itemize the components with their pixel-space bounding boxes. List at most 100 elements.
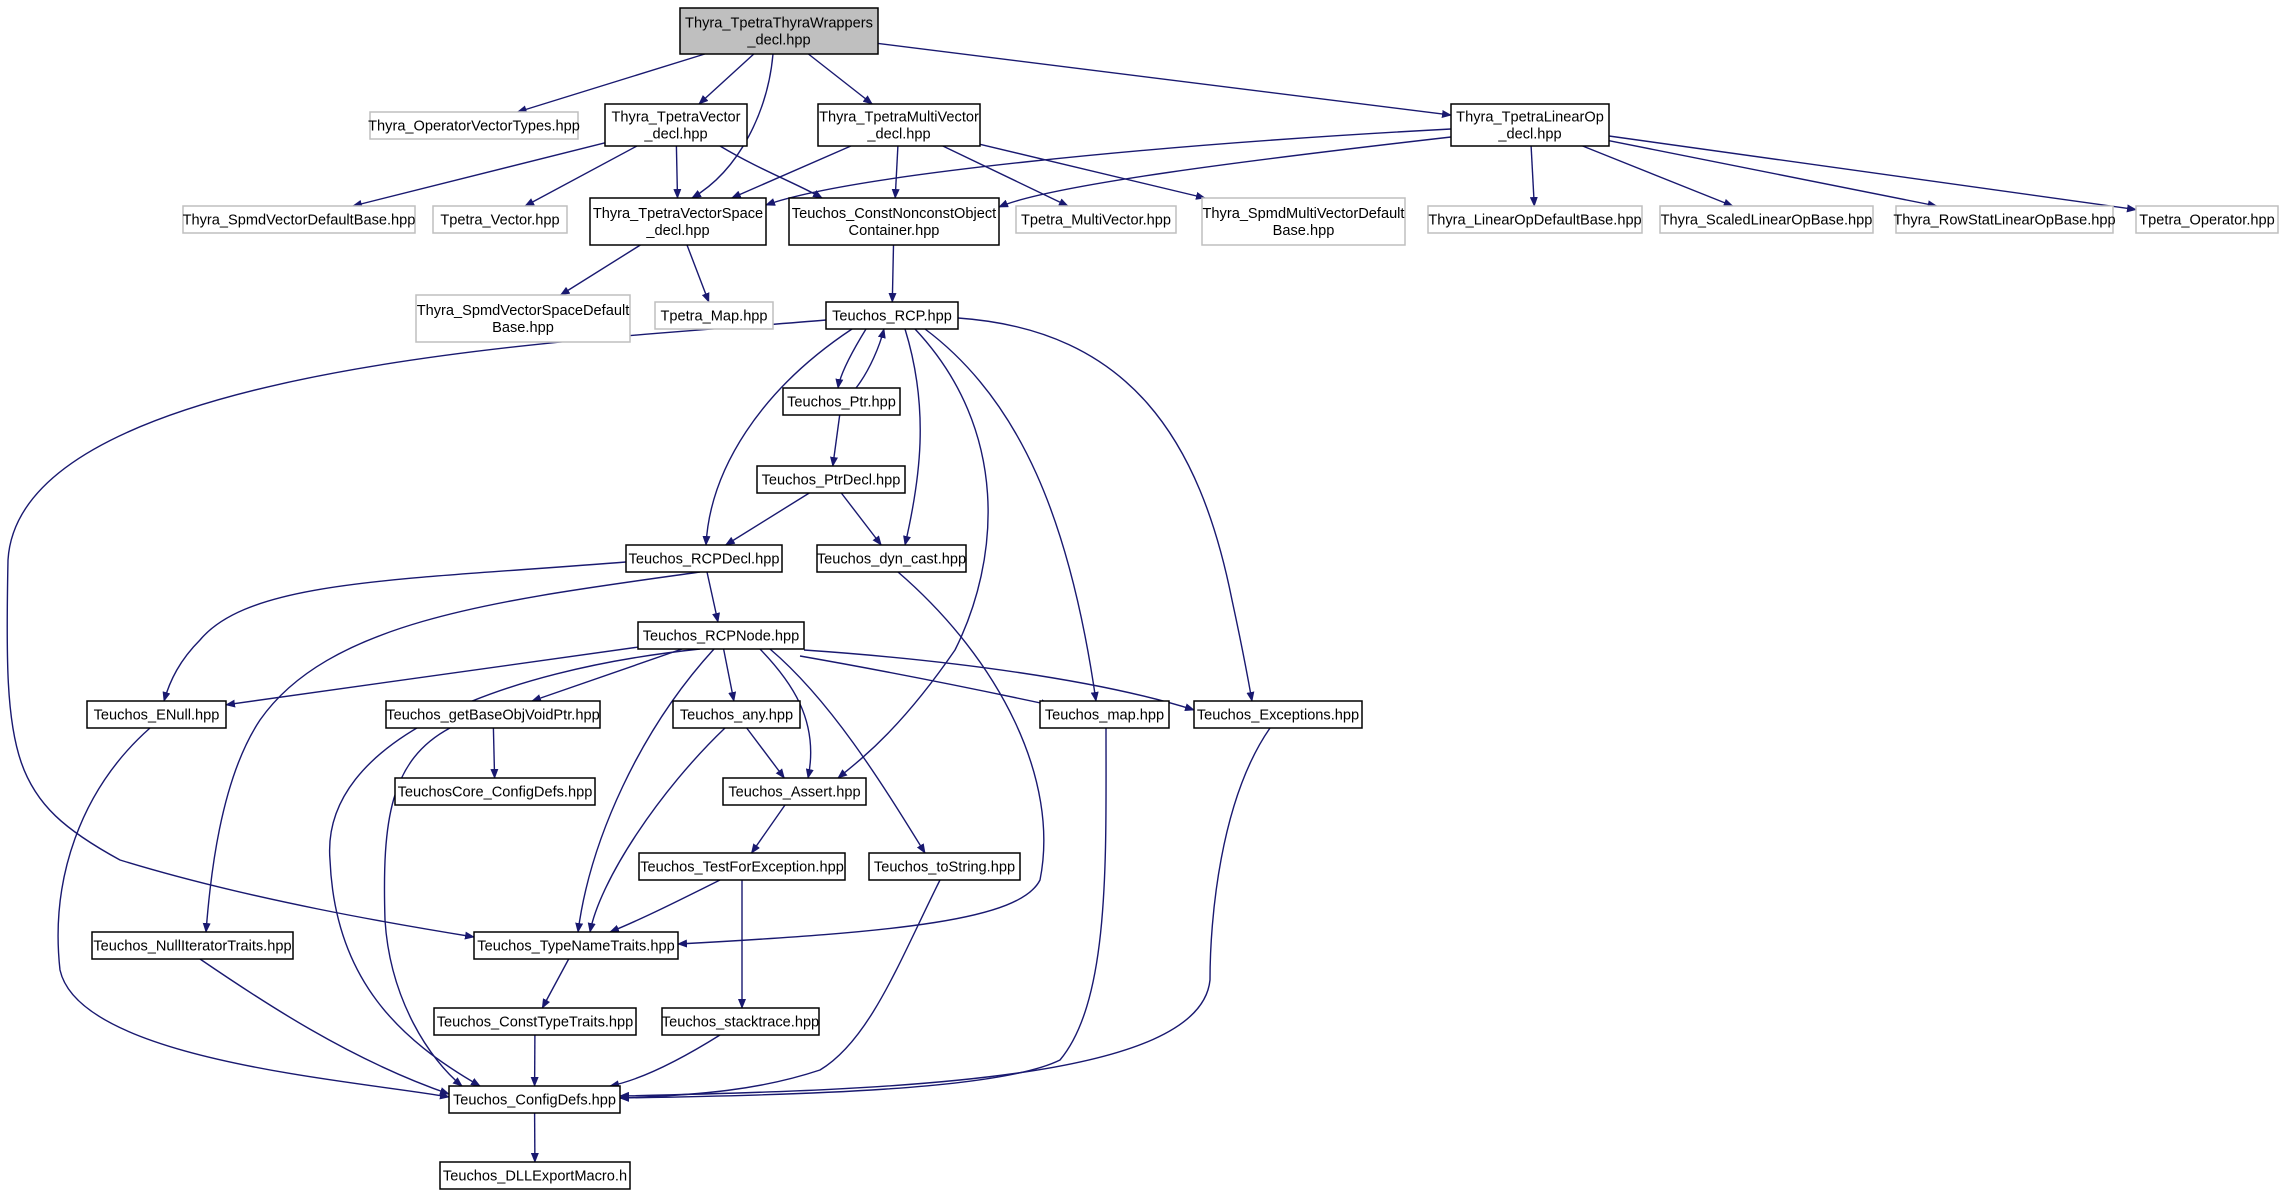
node-tvs[interactable]: Thyra_TpetraVectorSpace_decl.hpp: [589, 197, 767, 246]
node-tvec[interactable]: Thyra_TpetraVector_decl.hpp: [604, 103, 748, 147]
node-tpmap[interactable]: Tpetra_Map.hpp: [654, 301, 774, 330]
edge-tostr-to-cfg: [619, 879, 941, 1102]
node-enull[interactable]: Teuchos_ENull.hpp: [86, 700, 227, 729]
node-lodb[interactable]: Thyra_LinearOpDefaultBase.hpp: [1427, 205, 1643, 234]
node-label: Teuchos_TypeNameTraits.hpp: [477, 938, 674, 954]
node-corecfg[interactable]: TeuchosCore_ConfigDefs.hpp: [394, 777, 596, 806]
node-gbovp[interactable]: Teuchos_getBaseObjVoidPtr.hpp: [385, 700, 601, 729]
node-map[interactable]: Teuchos_map.hpp: [1039, 700, 1170, 729]
node-cfg[interactable]: Teuchos_ConfigDefs.hpp: [448, 1085, 621, 1114]
node-label: Teuchos_DLLExportMacro.h: [443, 1168, 627, 1184]
edge-root-to-tmv: [807, 53, 873, 105]
node-label: Thyra_SpmdVectorDefaultBase.hpp: [183, 212, 416, 228]
node-box: [1201, 197, 1406, 246]
node-box: [394, 777, 596, 806]
node-rcp[interactable]: Teuchos_RCP.hpp: [825, 301, 959, 330]
node-svdb[interactable]: Thyra_SpmdVectorDefaultBase.hpp: [182, 205, 416, 234]
node-dll[interactable]: Teuchos_DLLExportMacro.h: [439, 1161, 631, 1190]
edge-tnt-to-ctt: [541, 958, 570, 1009]
edge-map-to-cfg: [619, 727, 1107, 1102]
node-rcpnode[interactable]: Teuchos_RCPNode.hpp: [637, 621, 805, 650]
node-label: Teuchos_TestForException.hpp: [640, 859, 844, 875]
node-box: [1895, 205, 2114, 234]
node-box: [625, 544, 783, 573]
edge-rcpdecl-to-nit: [202, 571, 701, 933]
node-box: [604, 103, 748, 147]
node-opvt[interactable]: Thyra_OperatorVectorTypes.hpp: [368, 111, 580, 140]
edge-root-to-tvec: [698, 53, 755, 105]
edge-tvec-to-cnoc: [719, 145, 823, 199]
node-box: [448, 1085, 621, 1114]
edge-rcpdecl-to-rcpnode: [706, 571, 720, 623]
edge-assert-to-tfe: [750, 804, 786, 854]
node-ptr[interactable]: Teuchos_Ptr.hpp: [782, 387, 901, 416]
node-box: [1015, 205, 1177, 234]
node-dyncast[interactable]: Teuchos_dyn_cast.hpp: [816, 544, 967, 573]
edge-tvs-to-tpmap: [686, 244, 710, 303]
node-label: Teuchos_RCP.hpp: [832, 308, 952, 324]
node-tostr[interactable]: Teuchos_toString.hpp: [868, 852, 1021, 881]
node-box: [432, 205, 568, 234]
edge-rcpnode-to-enull: [225, 646, 639, 708]
node-label: Thyra_SpmdMultiVectorDefault: [1203, 206, 1405, 222]
node-box: [385, 700, 601, 729]
edge-ptrdecl-to-dyncast: [840, 492, 882, 546]
node-assert[interactable]: Teuchos_Assert.hpp: [722, 777, 867, 806]
node-nit[interactable]: Teuchos_NullIteratorTraits.hpp: [91, 931, 294, 960]
edge-tmv-to-smvdb: [979, 143, 1206, 200]
edge-tlo-to-lodb: [1529, 145, 1538, 207]
node-box: [661, 1007, 820, 1036]
edge-rcpnode-to-gbovp: [531, 648, 683, 702]
node-box: [1193, 700, 1363, 729]
node-tmv[interactable]: Thyra_TpetraMultiVector_decl.hpp: [817, 103, 981, 147]
node-tnt[interactable]: Teuchos_TypeNameTraits.hpp: [473, 931, 679, 960]
node-layer: Thyra_TpetraThyraWrappers_decl.hppThyra_…: [86, 7, 2279, 1190]
edge-root-to-tlo: [877, 42, 1452, 118]
edge-tvec-to-tpvec: [524, 145, 638, 207]
node-rcpdecl[interactable]: Teuchos_RCPDecl.hpp: [625, 544, 783, 573]
node-ptrdecl[interactable]: Teuchos_PtrDecl.hpp: [756, 465, 906, 494]
edge-rcpnode-to-exc: [803, 649, 1195, 712]
node-box: [816, 544, 967, 573]
node-label: Base.hpp: [1273, 223, 1335, 239]
node-box: [637, 621, 805, 650]
edge-layer: [6, 42, 2137, 1163]
edge-st-to-cfg: [609, 1034, 721, 1089]
node-st[interactable]: Teuchos_stacktrace.hpp: [661, 1007, 820, 1036]
edge-cnoc-to-rcp: [888, 244, 897, 303]
node-tpop[interactable]: Tpetra_Operator.hpp: [2135, 205, 2279, 234]
node-label: Tpetra_Map.hpp: [660, 308, 767, 324]
node-tfe[interactable]: Teuchos_TestForException.hpp: [638, 852, 846, 881]
node-tpmv[interactable]: Tpetra_MultiVector.hpp: [1015, 205, 1177, 234]
node-label: Teuchos_RCPDecl.hpp: [629, 551, 780, 567]
node-label: Teuchos_getBaseObjVoidPtr.hpp: [386, 707, 599, 723]
node-tlo[interactable]: Thyra_TpetraLinearOp_decl.hpp: [1450, 103, 1610, 147]
node-label: Thyra_SpmdVectorSpaceDefault: [417, 303, 630, 319]
edge-any-to-assert: [746, 727, 785, 779]
edge-tvec-to-tvs: [673, 145, 682, 199]
node-ctt[interactable]: Teuchos_ConstTypeTraits.hpp: [433, 1007, 637, 1036]
edge-rcp-to-rcpdecl: [702, 328, 853, 546]
edge-tlo-to-tvs: [765, 128, 1452, 206]
edge-gbovp-to-cfg: [383, 727, 463, 1087]
node-label: Thyra_TpetraVector: [612, 109, 741, 125]
node-tpvec[interactable]: Tpetra_Vector.hpp: [432, 205, 568, 234]
node-slob[interactable]: Thyra_ScaledLinearOpBase.hpp: [1659, 205, 1874, 234]
node-label: Thyra_TpetraLinearOp: [1456, 109, 1604, 125]
node-label: Base.hpp: [492, 320, 554, 336]
edge-ptr-to-ptrdecl: [830, 414, 841, 467]
node-label: Tpetra_Operator.hpp: [2139, 212, 2274, 228]
node-box: [415, 294, 631, 343]
edge-rcp-to-map: [924, 328, 1099, 702]
node-label: Thyra_RowStatLinearOpBase.hpp: [1893, 212, 2115, 228]
node-exc[interactable]: Teuchos_Exceptions.hpp: [1193, 700, 1363, 729]
node-any[interactable]: Teuchos_any.hpp: [672, 700, 801, 729]
edge-rcp-to-assert: [837, 328, 989, 779]
node-root[interactable]: Thyra_TpetraThyraWrappers_decl.hpp: [679, 7, 879, 55]
node-label: _decl.hpp: [643, 126, 707, 142]
edge-tmv-to-cnoc: [891, 145, 900, 199]
node-rslob[interactable]: Thyra_RowStatLinearOpBase.hpp: [1893, 205, 2116, 234]
